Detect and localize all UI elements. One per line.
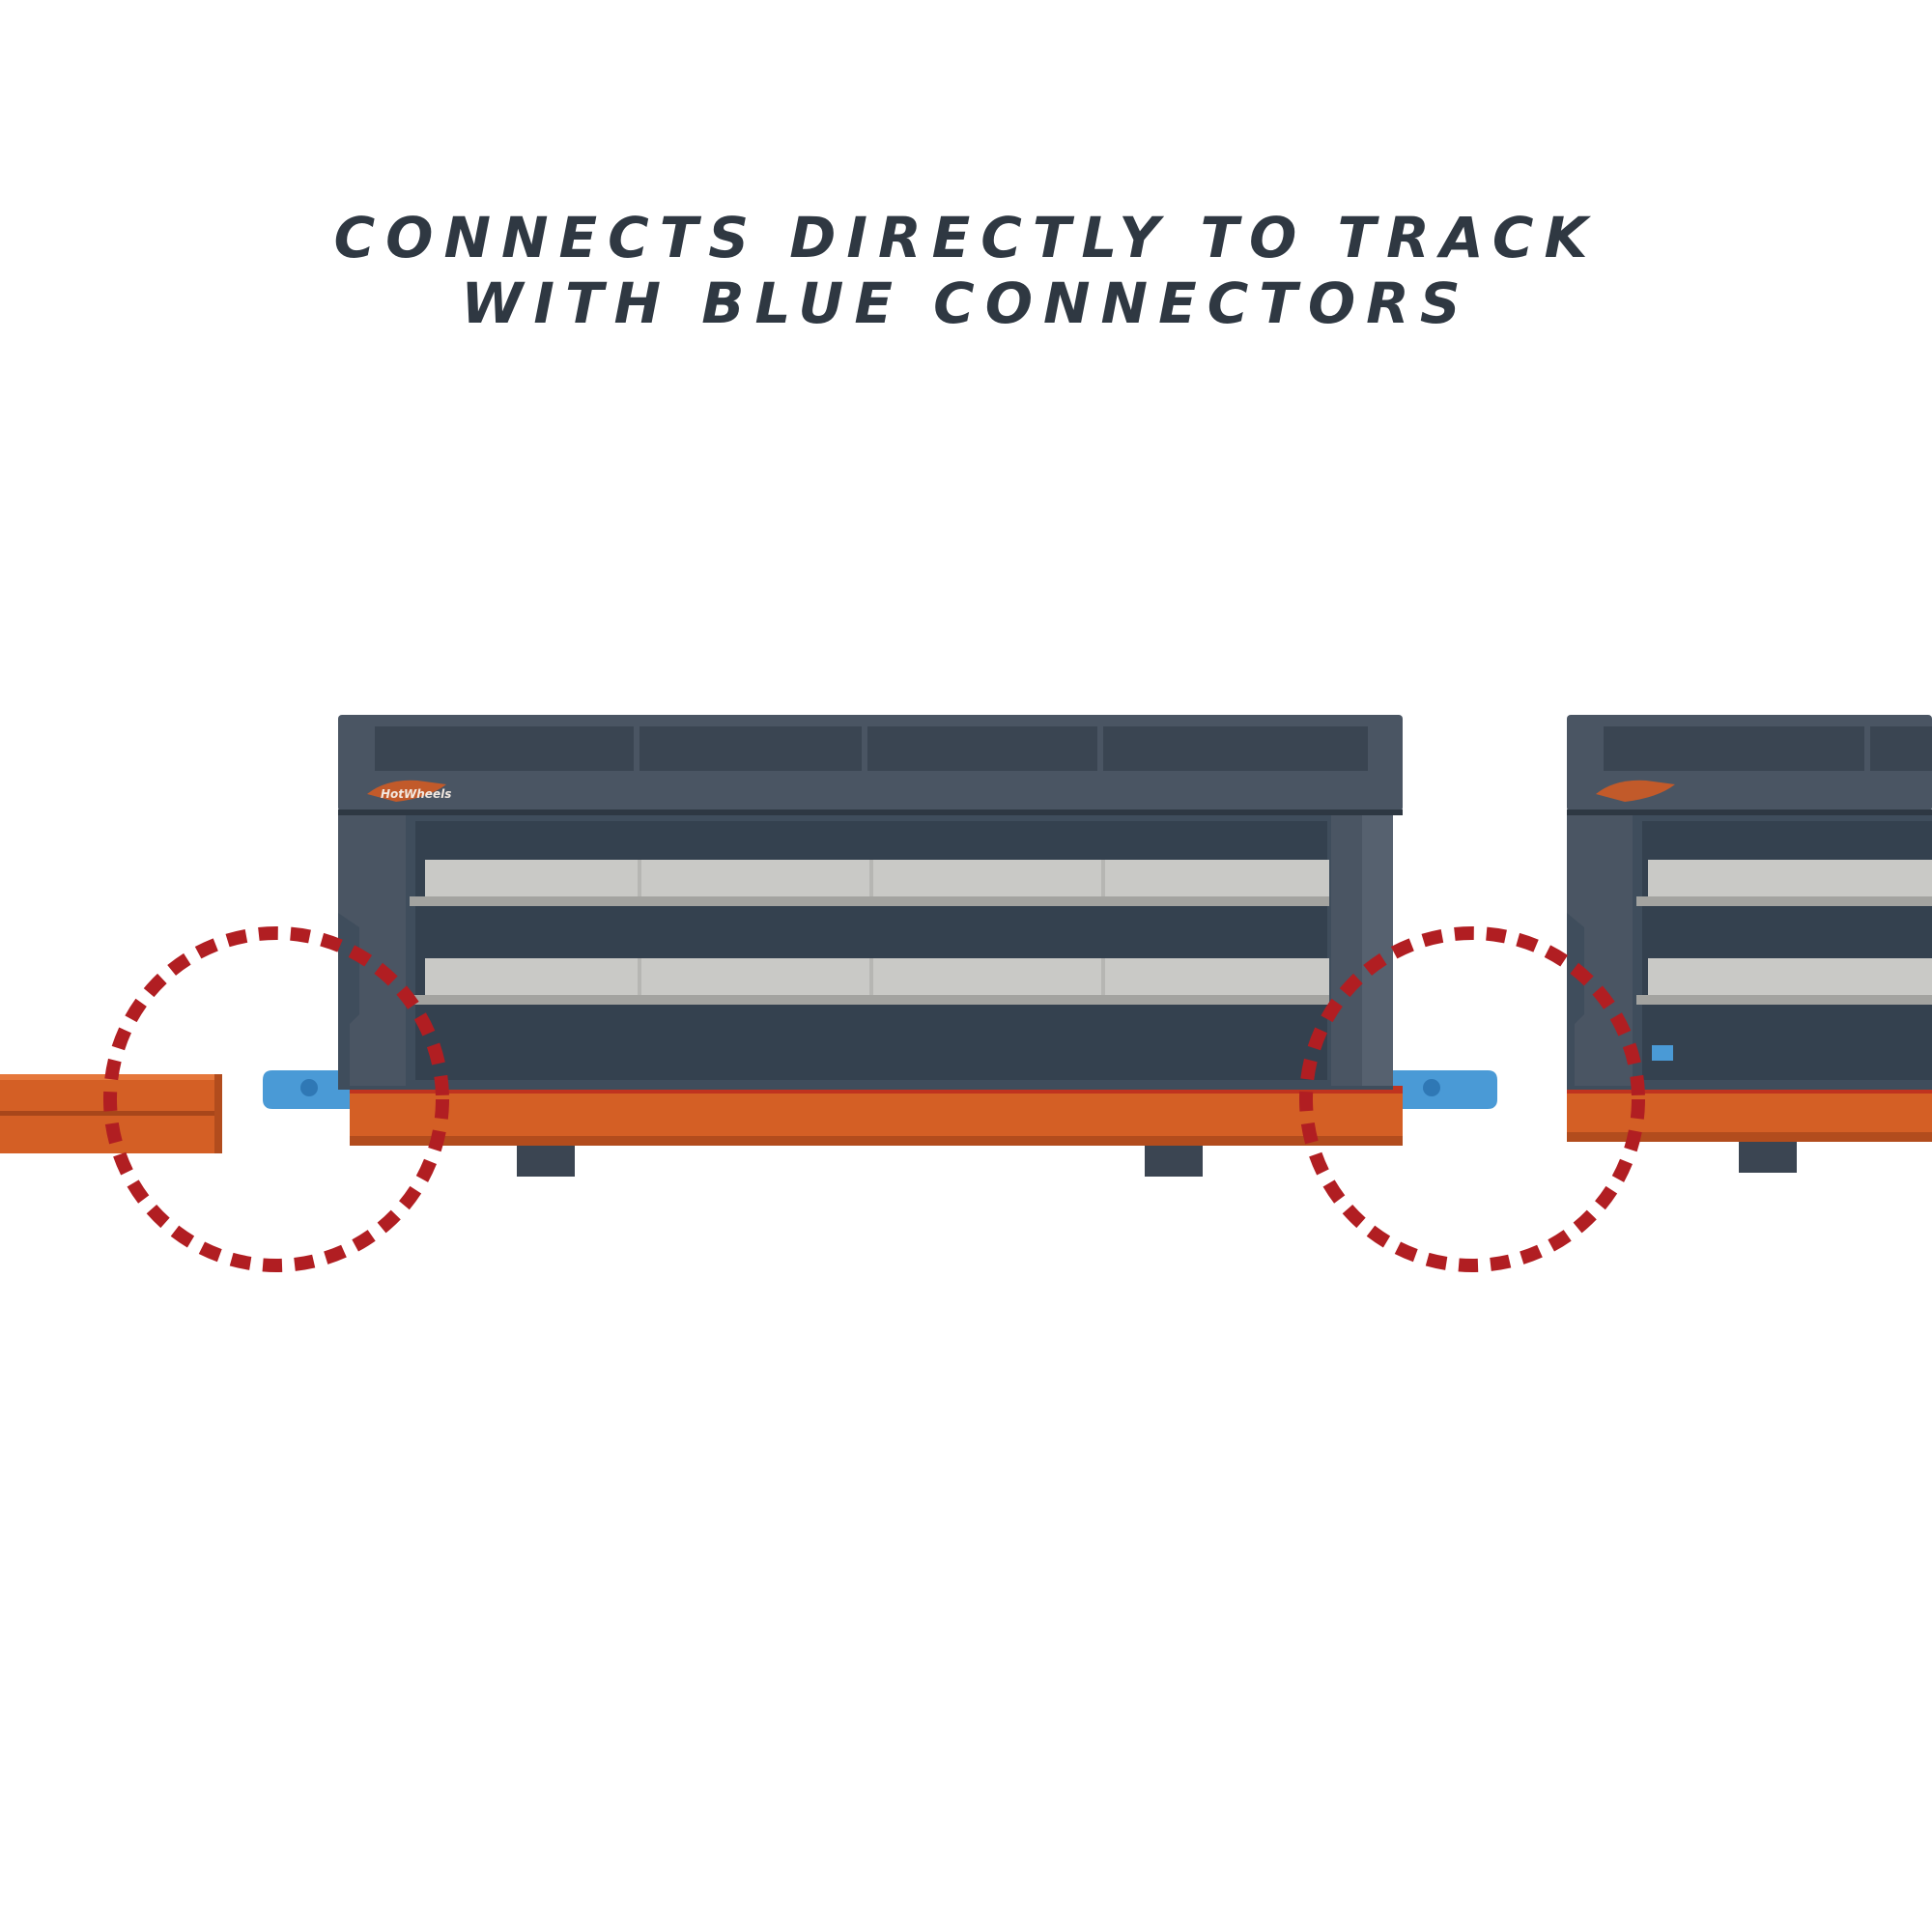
- headline-line-2: WITH BLUE CONNECTORS: [461, 270, 1471, 336]
- callout-circle-left: [103, 926, 449, 1272]
- storage-unit-2: [1567, 715, 1932, 1173]
- headline: CONNECTS DIRECTLY TO TRACK WITH BLUE CON…: [0, 205, 1932, 336]
- blue-connector-unit-2: [1652, 1045, 1673, 1061]
- callout-circle-right: [1299, 926, 1645, 1272]
- headline-line-1: CONNECTS DIRECTLY TO TRACK: [333, 205, 1599, 270]
- storage-unit-1: HotWheels: [263, 715, 1497, 1177]
- hot-wheels-flame-logo-icon: [367, 780, 446, 802]
- hot-wheels-flame-logo-icon-2: [1596, 780, 1675, 802]
- brand-logo-text: HotWheels: [381, 787, 451, 801]
